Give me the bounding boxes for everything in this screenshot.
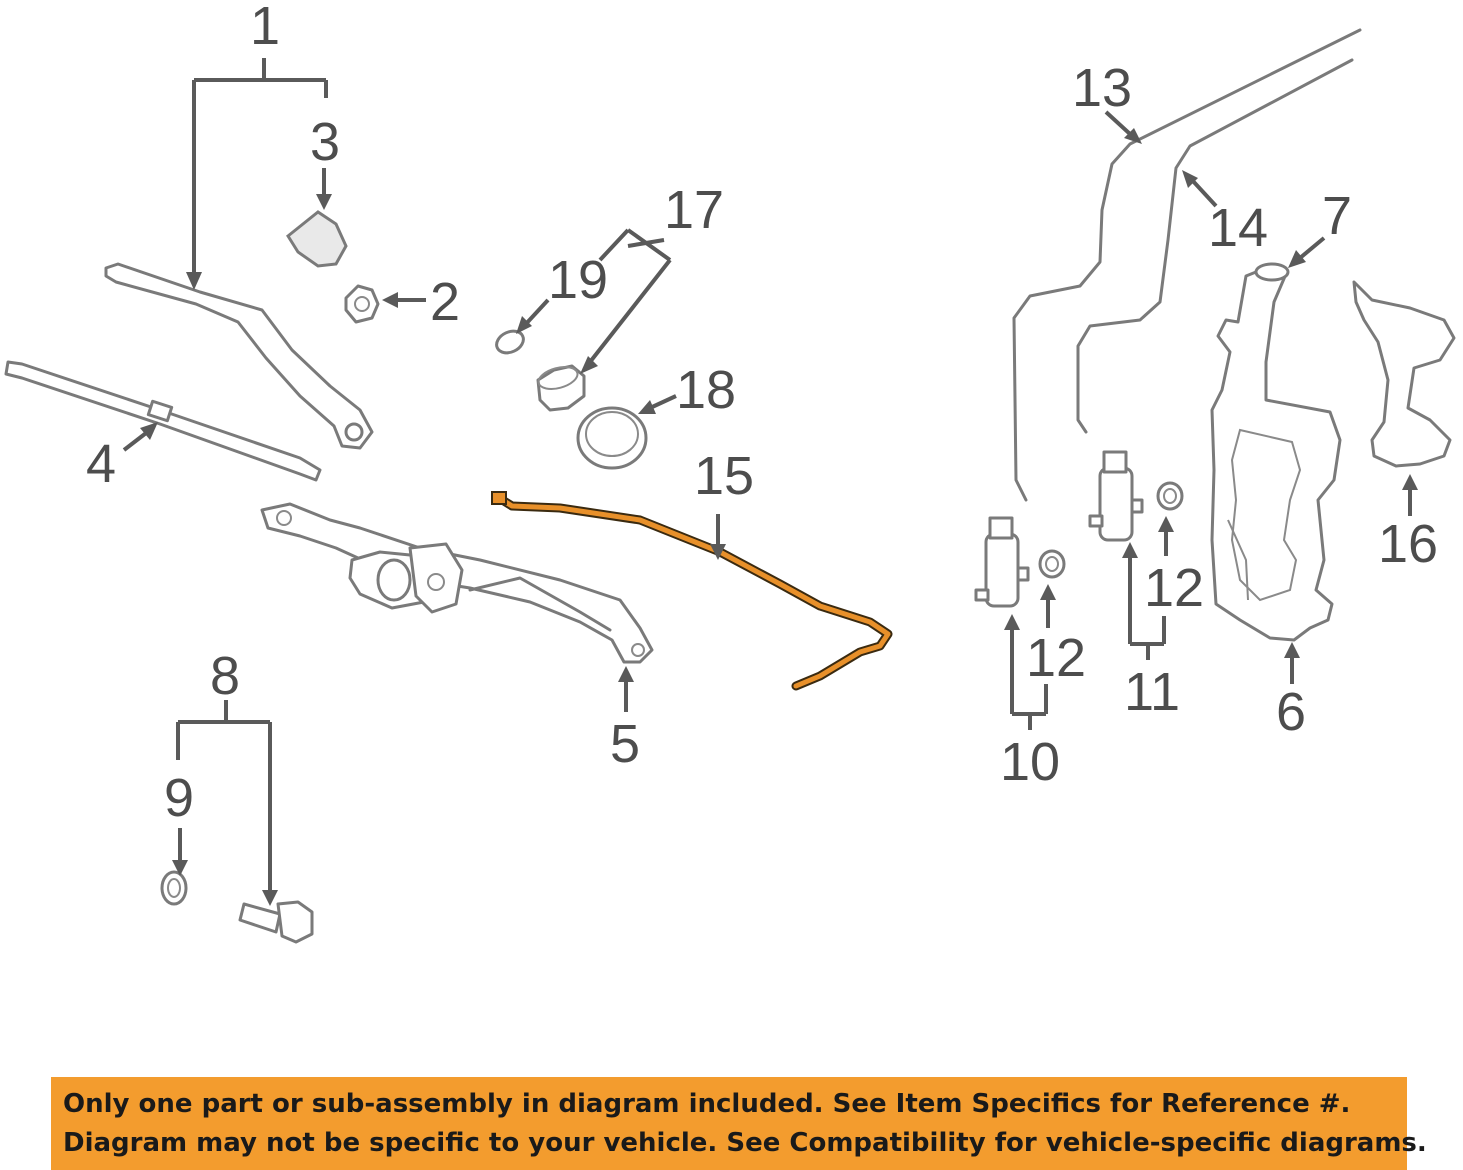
grommet bbox=[160, 870, 188, 906]
callout-17: 17 bbox=[664, 180, 724, 240]
pump-grommet-front bbox=[1038, 549, 1066, 579]
washer-hose-front bbox=[1012, 28, 1362, 502]
wiper-linkage-motor bbox=[260, 502, 654, 664]
o-ring bbox=[495, 329, 525, 355]
callout-8: 8 bbox=[210, 646, 240, 706]
callout-11: 11 bbox=[1124, 662, 1180, 722]
callout-14: 14 bbox=[1208, 198, 1268, 258]
callout-7: 7 bbox=[1322, 186, 1352, 246]
callout-4: 4 bbox=[86, 434, 116, 494]
callout-10: 10 bbox=[1000, 732, 1060, 792]
wiper-blade bbox=[4, 360, 322, 482]
callout-6: 6 bbox=[1276, 682, 1306, 742]
pivot-cap bbox=[536, 364, 586, 412]
wiper-arm-nut bbox=[344, 284, 380, 324]
wiper-arm bbox=[104, 262, 374, 450]
callout-2: 2 bbox=[430, 272, 460, 332]
callout-9: 9 bbox=[164, 768, 194, 828]
callout-12-front: 12 bbox=[1026, 628, 1086, 688]
callout-15: 15 bbox=[694, 446, 754, 506]
callout-1: 1 bbox=[250, 0, 280, 56]
washer-pump-rear bbox=[1088, 450, 1144, 542]
pump-grommet-rear bbox=[1156, 481, 1184, 511]
callout-16: 16 bbox=[1378, 514, 1438, 574]
callout-12-rear: 12 bbox=[1144, 558, 1204, 618]
disclaimer-line-1: Only one part or sub-assembly in diagram… bbox=[63, 1089, 1351, 1119]
reservoir-cap bbox=[1254, 262, 1290, 282]
washer-hose-highlighted bbox=[491, 491, 893, 691]
callout-labels: 1 3 2 4 5 8 9 17 19 18 15 13 14 7 16 6 1… bbox=[86, 0, 1438, 828]
callout-3: 3 bbox=[310, 112, 340, 172]
mounting-bolt bbox=[238, 900, 314, 944]
disclaimer-banner: Only one part or sub-assembly in diagram… bbox=[51, 1077, 1427, 1170]
disclaimer-line-2: Diagram may not be specific to your vehi… bbox=[63, 1128, 1427, 1158]
callout-19: 19 bbox=[548, 250, 608, 310]
callout-13: 13 bbox=[1072, 58, 1132, 118]
washer-pump-front bbox=[974, 516, 1030, 608]
callout-5: 5 bbox=[610, 714, 640, 774]
leader-lines bbox=[122, 58, 1418, 906]
callout-18: 18 bbox=[676, 360, 736, 420]
wiper-arm-cap bbox=[286, 210, 348, 268]
reservoir-bracket bbox=[1352, 280, 1456, 468]
pivot-seal bbox=[576, 406, 648, 470]
washer-reservoir bbox=[1210, 266, 1342, 642]
washer-hose-rear bbox=[1076, 58, 1354, 434]
